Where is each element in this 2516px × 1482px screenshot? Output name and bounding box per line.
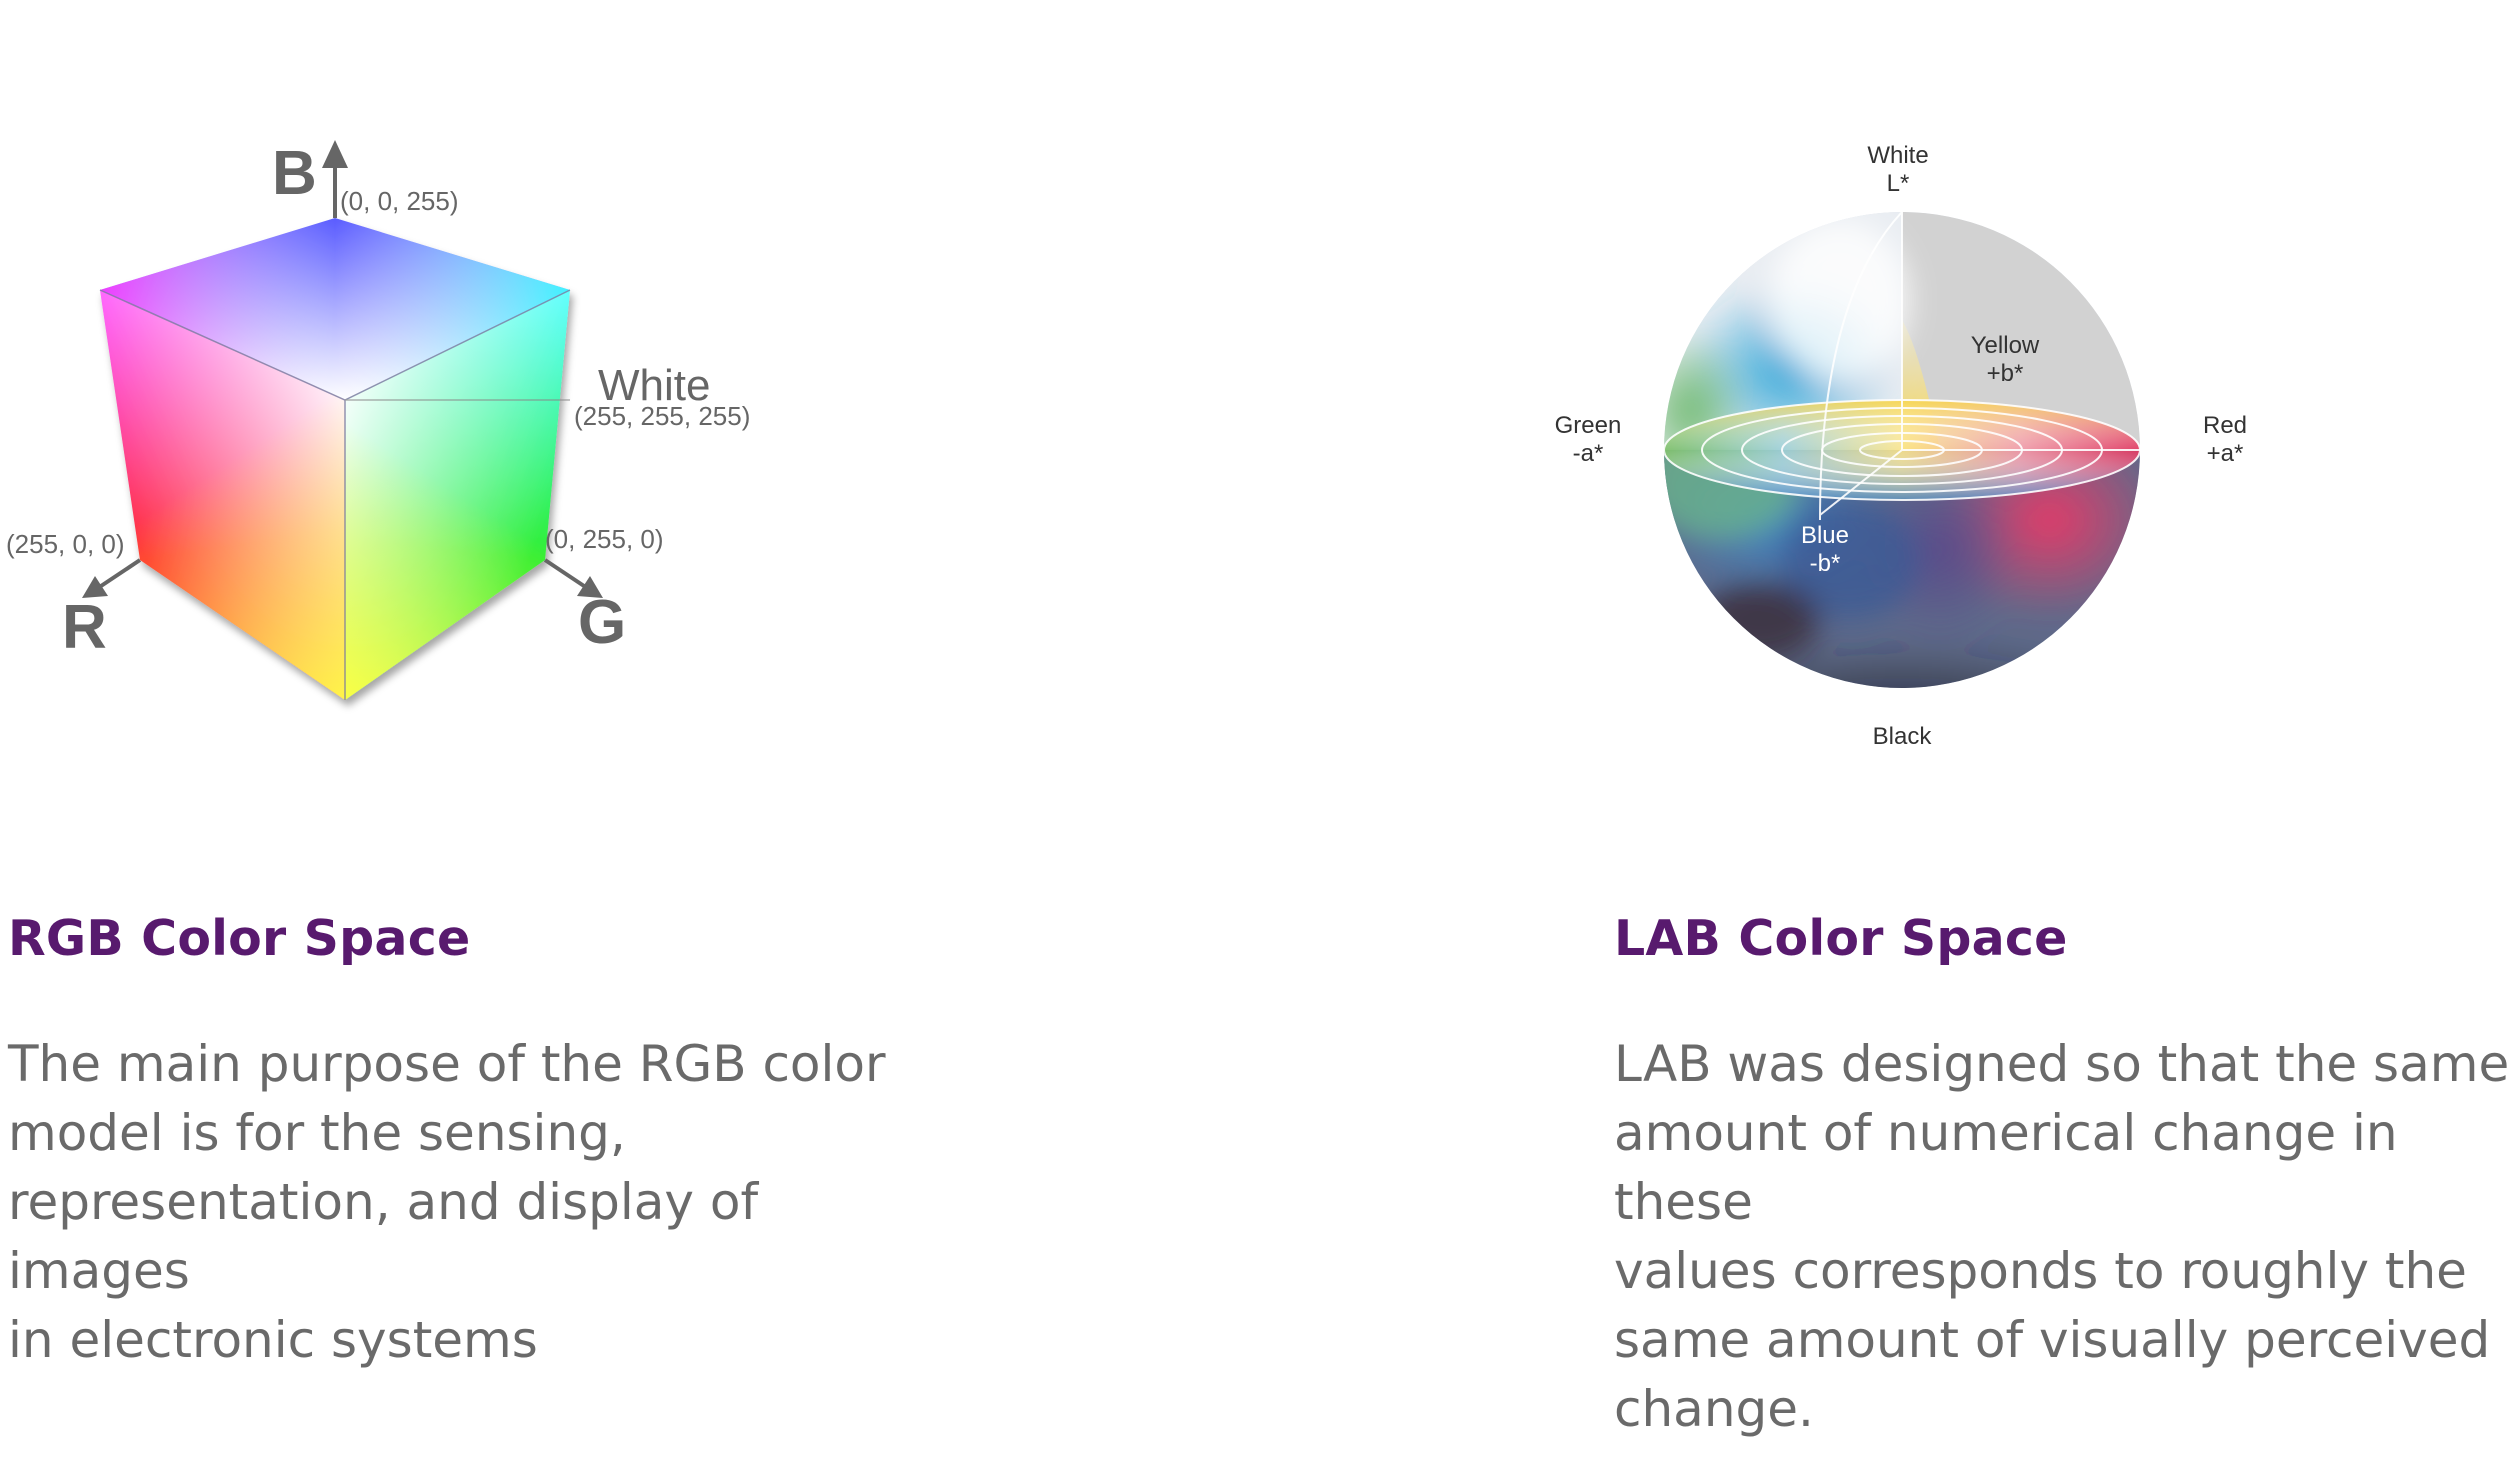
rgb-description-line: in electronic systems bbox=[8, 1311, 538, 1369]
white-corner-label: White bbox=[598, 361, 710, 410]
cutaway-quadrant bbox=[1902, 212, 2140, 450]
lab-description-line: change. bbox=[1614, 1380, 1814, 1438]
rgb-description-line: The main purpose of the RGB color bbox=[8, 1035, 886, 1093]
lab-green-axis-label: -a* bbox=[1573, 440, 1604, 467]
lab-sphere-diagram: White L* Yellow +b* Green -a* Red +a* Bl… bbox=[1555, 142, 2247, 750]
axis-g-arrow bbox=[543, 558, 603, 598]
lab-red-axis-label: +a* bbox=[2207, 440, 2244, 467]
lab-description-line: same amount of visually perceived bbox=[1614, 1311, 2491, 1369]
axis-g-label: G bbox=[578, 588, 626, 657]
rgb-description-line: model is for the sensing, bbox=[8, 1104, 626, 1162]
lab-description-line: LAB was designed so that the same bbox=[1614, 1035, 2510, 1093]
axis-b-label: B bbox=[272, 139, 317, 208]
axis-b-arrow bbox=[322, 140, 348, 218]
lab-white-label: White bbox=[1867, 142, 1928, 169]
lab-l-axis-label: L* bbox=[1887, 170, 1910, 197]
rgb-cube bbox=[100, 218, 570, 700]
lab-description-line: amount of numerical change in these bbox=[1614, 1104, 2398, 1231]
coord-green: (0, 255, 0) bbox=[545, 524, 664, 554]
coord-red: (255, 0, 0) bbox=[6, 529, 125, 559]
lab-yellow-label: Yellow bbox=[1971, 332, 2040, 359]
lab-black-label: Black bbox=[1873, 723, 1933, 750]
axis-r-label: R bbox=[62, 593, 107, 662]
rgb-description-line: representation, and display of images bbox=[8, 1173, 759, 1300]
lab-description-line: values corresponds to roughly the bbox=[1614, 1242, 2467, 1300]
cube-edges bbox=[99, 289, 571, 700]
lab-description: LAB was designed so that the same amount… bbox=[1614, 1030, 2514, 1444]
lab-section-title: LAB Color Space bbox=[1614, 910, 2068, 967]
rgb-cube-diagram: B R G (0, 0, 255) White (255, 255, 255) … bbox=[6, 139, 750, 700]
rgb-description: The main purpose of the RGB color model … bbox=[8, 1030, 948, 1375]
lab-sphere bbox=[1664, 212, 2140, 688]
lab-blue-label: Blue bbox=[1801, 522, 1849, 549]
lab-green-label: Green bbox=[1555, 412, 1622, 439]
axis-r-arrow bbox=[82, 558, 142, 598]
lab-red-label: Red bbox=[2203, 412, 2247, 439]
coord-blue: (0, 0, 255) bbox=[340, 186, 459, 216]
lab-yellow-axis-label: +b* bbox=[1987, 360, 2024, 387]
rgb-section-title: RGB Color Space bbox=[8, 910, 471, 967]
lab-blue-axis-label: -b* bbox=[1810, 550, 1841, 577]
coord-white: (255, 255, 255) bbox=[574, 401, 750, 431]
